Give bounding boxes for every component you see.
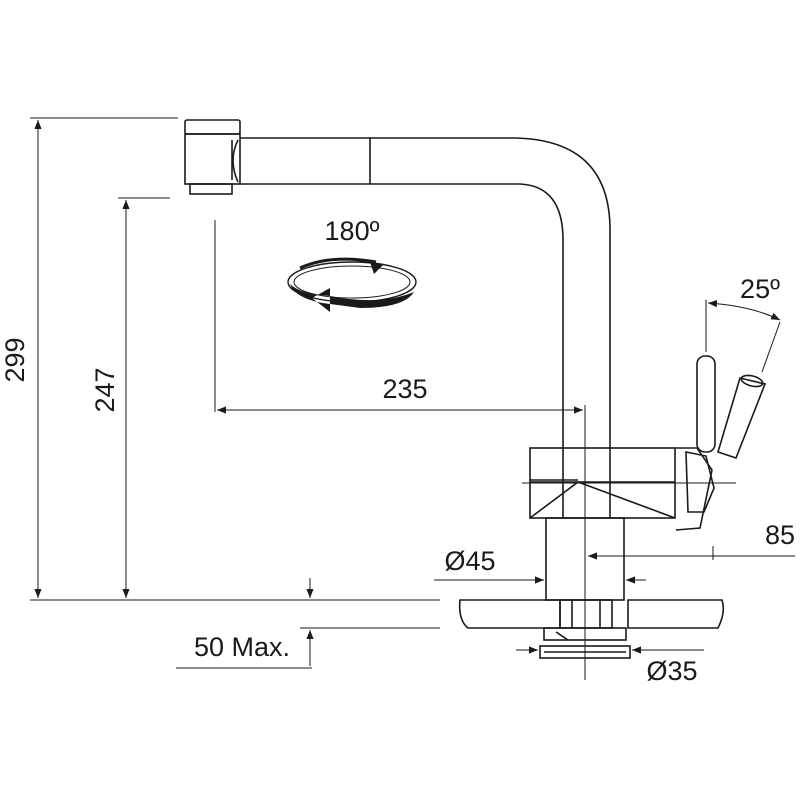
label-max-deck-thickness: 50 Max. bbox=[194, 632, 290, 662]
faucet-outline bbox=[184, 119, 767, 659]
label-reach: 235 bbox=[382, 374, 427, 404]
dimension-labels: 299 247 235 180º 25º 85 Ø45 Ø35 50 Max. bbox=[0, 216, 795, 686]
label-lever-angle: 25º bbox=[740, 274, 780, 304]
label-lever-offset: 85 bbox=[765, 520, 795, 550]
label-rotation: 180º bbox=[325, 216, 380, 246]
rotation-icon bbox=[287, 257, 417, 312]
label-body-diameter: Ø45 bbox=[444, 546, 495, 576]
dimension-lines bbox=[34, 120, 795, 669]
label-total-height: 299 bbox=[0, 337, 30, 382]
countertop bbox=[458, 599, 725, 629]
label-shank-diameter: Ø35 bbox=[646, 656, 697, 686]
extension-lines bbox=[30, 117, 781, 629]
label-spout-height: 247 bbox=[90, 367, 120, 412]
centerline bbox=[522, 405, 736, 680]
